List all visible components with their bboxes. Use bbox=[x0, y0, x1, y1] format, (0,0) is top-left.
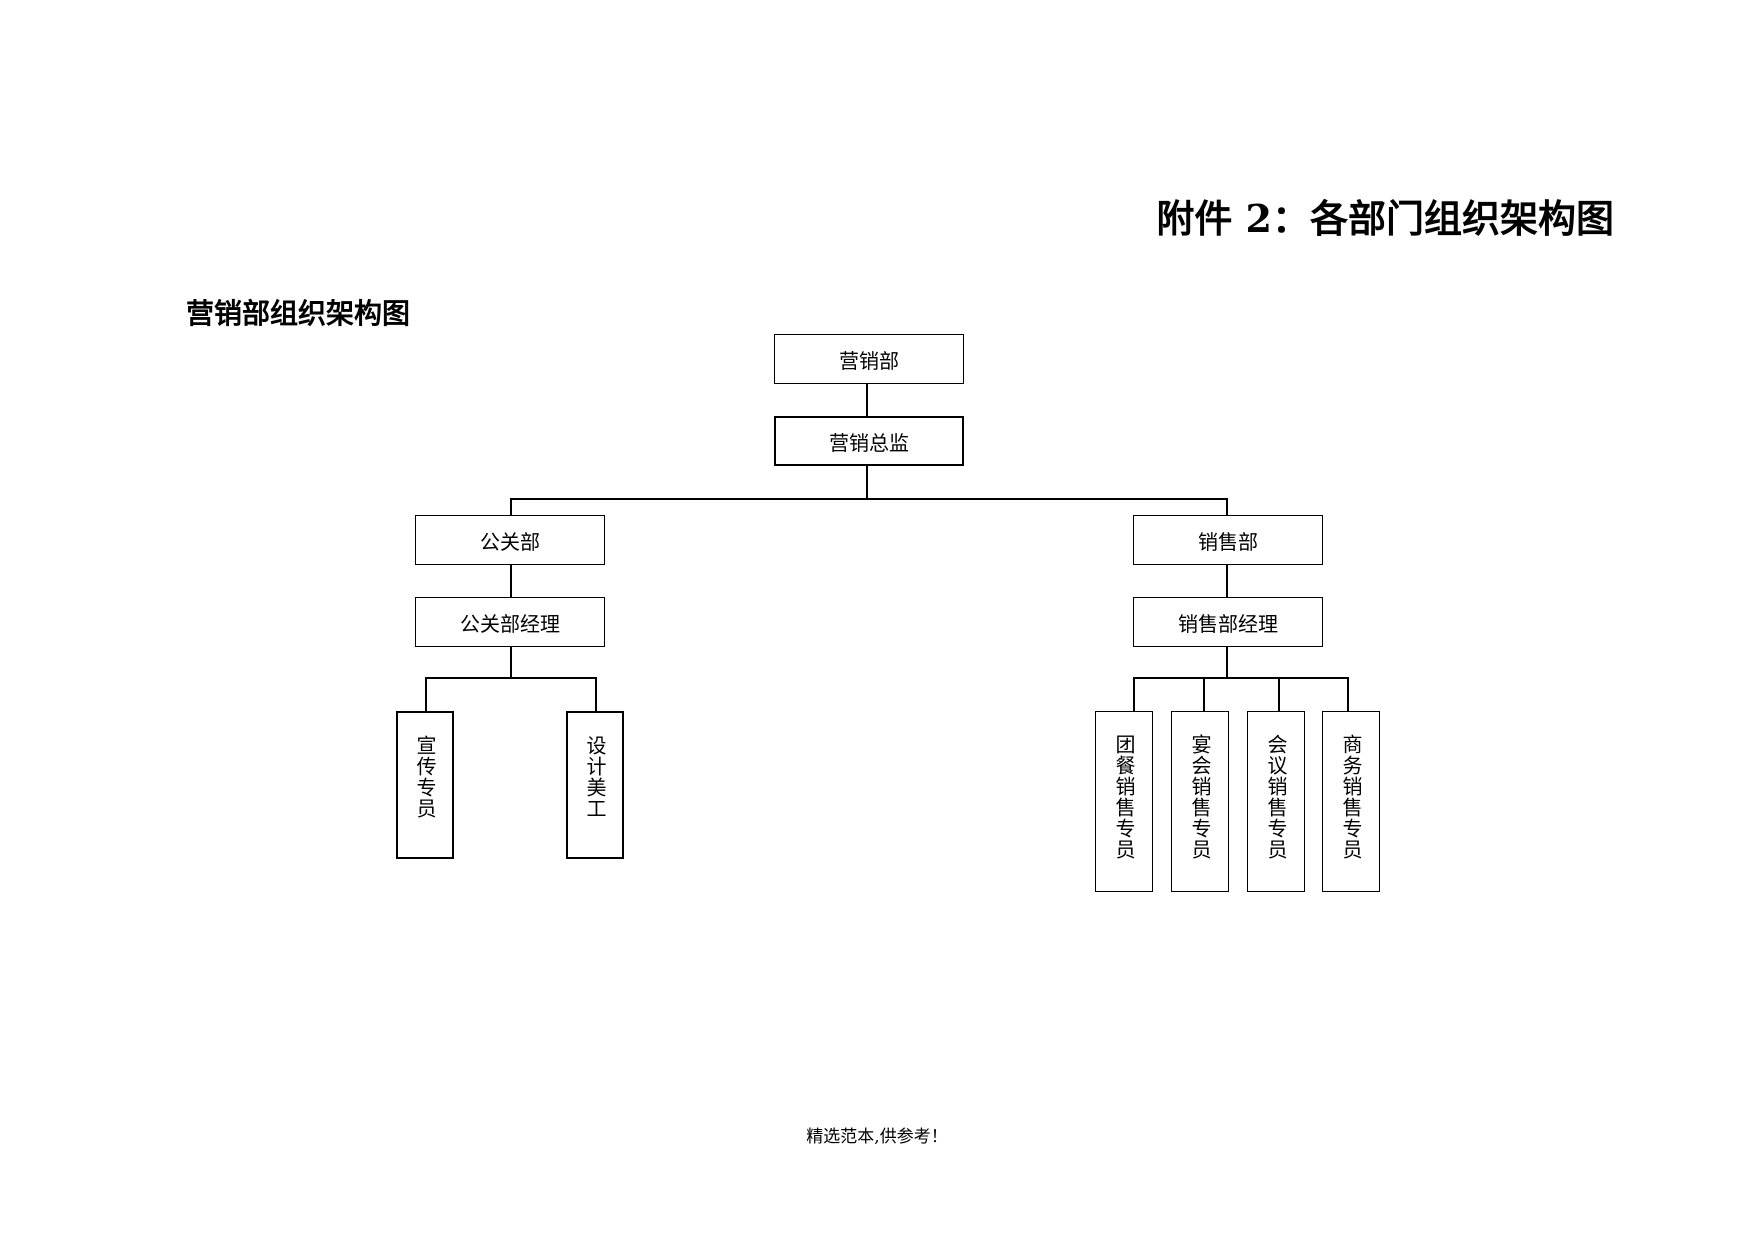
sales-manager-label: 销售部经理 bbox=[1178, 611, 1278, 636]
sales-staff-label: 会议销售专员 bbox=[1264, 734, 1288, 860]
sales-staff-box: 会议销售专员 bbox=[1247, 711, 1305, 892]
sales-staff-box: 宴会销售专员 bbox=[1171, 711, 1229, 892]
pr-staff-label: 宣传专员 bbox=[413, 735, 437, 819]
connector-line bbox=[595, 677, 597, 712]
connector-line bbox=[425, 677, 596, 679]
marketing-dept-label: 营销部 bbox=[839, 348, 899, 373]
sales-staff-label: 宴会销售专员 bbox=[1188, 734, 1212, 860]
connector-line bbox=[510, 498, 1227, 500]
sales-staff-box: 商务销售专员 bbox=[1322, 711, 1380, 892]
connector-line bbox=[425, 677, 427, 712]
connector-line bbox=[866, 466, 868, 499]
marketing-dept-box: 营销部 bbox=[774, 334, 964, 384]
connector-line bbox=[866, 384, 868, 418]
marketing-director-label: 营销总监 bbox=[829, 430, 909, 455]
connector-line bbox=[1203, 677, 1205, 712]
connector-line bbox=[1278, 677, 1280, 712]
pr-manager-label: 公关部经理 bbox=[460, 611, 560, 636]
marketing-director-box: 营销总监 bbox=[774, 416, 964, 466]
sales-dept-label: 销售部 bbox=[1198, 529, 1258, 554]
connector-line bbox=[1133, 677, 1348, 679]
sales-dept-box: 销售部 bbox=[1133, 515, 1323, 565]
connector-line bbox=[510, 647, 512, 677]
main-title: 附件 2：各部门组织架构图 bbox=[1156, 196, 1614, 241]
connector-line bbox=[1347, 677, 1349, 712]
sales-staff-box: 团餐销售专员 bbox=[1095, 711, 1153, 892]
connector-line bbox=[1226, 498, 1228, 515]
sales-manager-box: 销售部经理 bbox=[1133, 597, 1323, 647]
pr-staff-box: 设计美工 bbox=[566, 711, 624, 859]
page-footer: 精选范本,供参考！ bbox=[806, 1127, 948, 1147]
pr-dept-box: 公关部 bbox=[415, 515, 605, 565]
sales-staff-label: 团餐销售专员 bbox=[1112, 734, 1136, 860]
sales-staff-label: 商务销售专员 bbox=[1339, 734, 1363, 860]
connector-line bbox=[1226, 565, 1228, 597]
pr-manager-box: 公关部经理 bbox=[415, 597, 605, 647]
pr-staff-label: 设计美工 bbox=[583, 735, 607, 819]
pr-staff-box: 宣传专员 bbox=[396, 711, 454, 859]
pr-dept-label: 公关部 bbox=[480, 529, 540, 554]
connector-line bbox=[1133, 677, 1135, 712]
connector-line bbox=[510, 498, 512, 515]
section-title: 营销部组织架构图 bbox=[186, 297, 411, 330]
connector-line bbox=[1226, 647, 1228, 677]
connector-line bbox=[510, 565, 512, 597]
